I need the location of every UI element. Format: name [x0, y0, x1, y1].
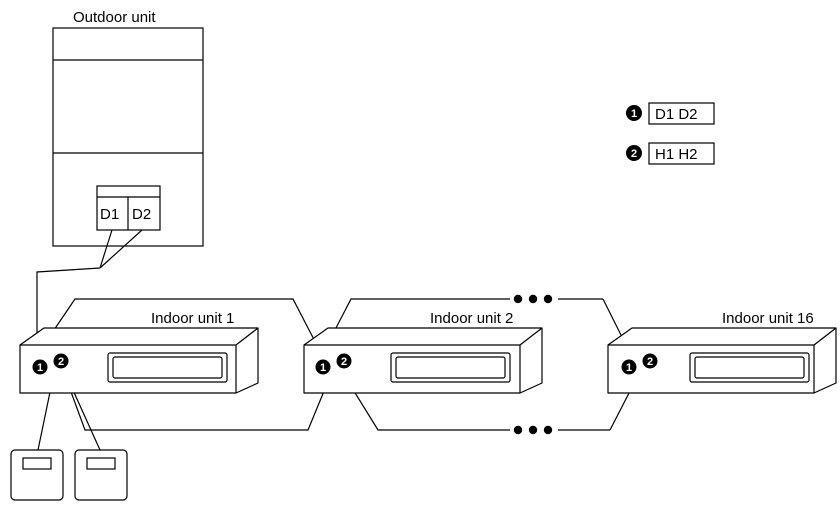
wired-controller-1 [10, 449, 64, 501]
outdoor-unit [52, 27, 204, 247]
legend: 1 D1 D2 2 H1 H2 [626, 102, 715, 165]
ellipsis-dots-upper [513, 294, 553, 304]
marker-2-badge: 2 [341, 356, 347, 368]
terminal-d1-label: D1 [100, 206, 119, 223]
marker-2-badge: 2 [647, 356, 653, 368]
marker-2-badge: 2 [58, 356, 64, 368]
outdoor-unit-label: Outdoor unit [73, 9, 156, 26]
legend-marker-2: 2 [631, 148, 637, 160]
legend-item-2: 2 H1 H2 [626, 142, 715, 165]
outdoor-connection-wires [36, 229, 143, 355]
marker-1-badge: 1 [37, 362, 43, 374]
indoor-unit-2 [303, 327, 543, 394]
ellipsis-dots-lower [513, 425, 553, 435]
indoor-unit-2-label: Indoor unit 2 [430, 310, 513, 327]
indoor-unit-16 [607, 327, 837, 394]
legend-marker-1: 1 [631, 108, 637, 120]
indoor-unit-1-terminals: 1 2 [32, 353, 69, 375]
indoor-unit-16-terminals: 1 2 [621, 353, 658, 375]
indoor-unit-2-terminals: 1 2 [315, 353, 352, 375]
marker-1-badge: 1 [626, 362, 632, 374]
indoor-unit-16-label: Indoor unit 16 [722, 310, 814, 327]
legend-item-1: 1 D1 D2 [626, 102, 715, 125]
wired-controller-2 [74, 449, 128, 501]
legend-label-h1-h2: H1 H2 [655, 146, 698, 163]
indoor-unit-1 [19, 327, 259, 394]
marker-1-badge: 1 [320, 362, 326, 374]
terminal-d2-label: D2 [132, 206, 151, 223]
legend-label-d1-d2: D1 D2 [655, 106, 698, 123]
indoor-unit-1-label: Indoor unit 1 [151, 310, 234, 327]
